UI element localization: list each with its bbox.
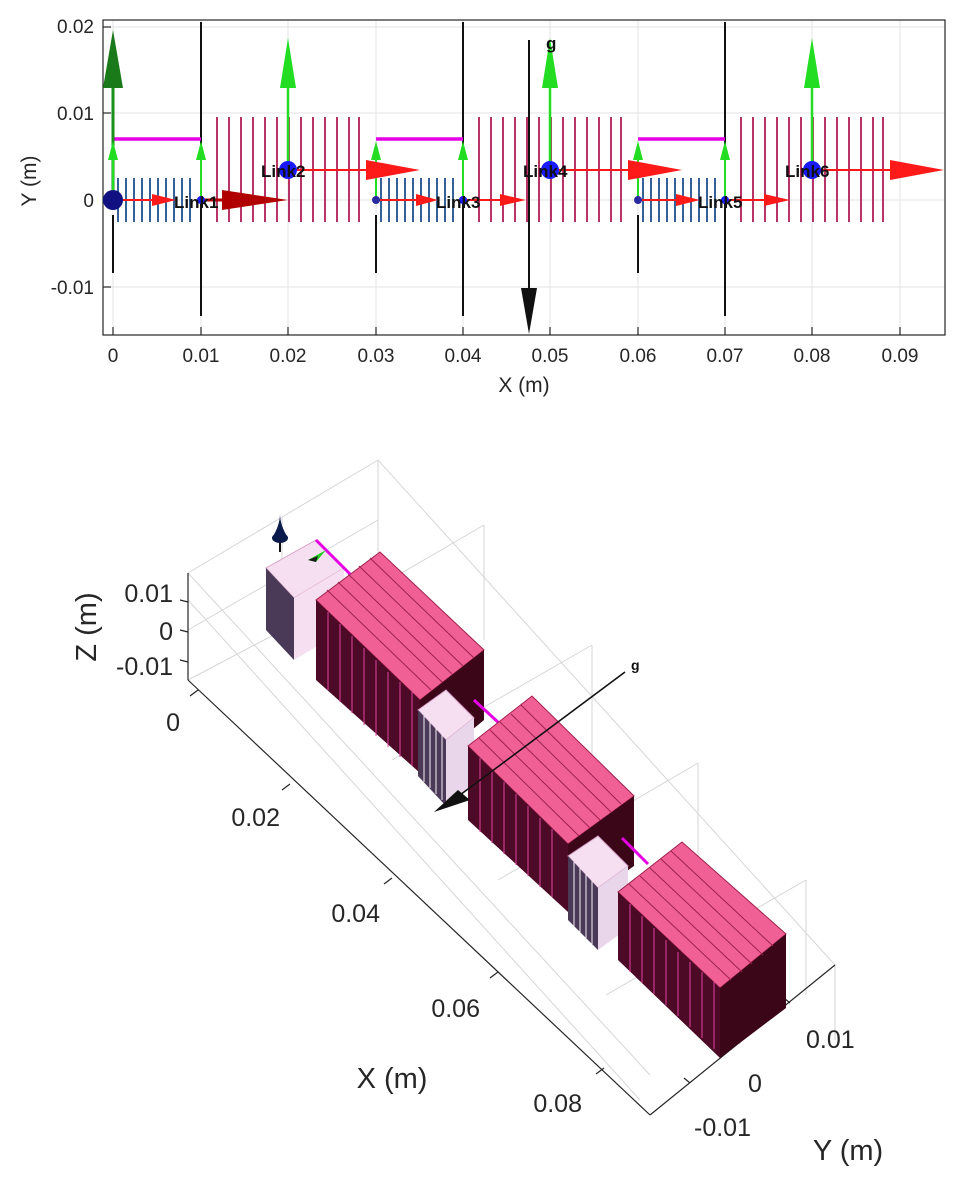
iso-connector (314, 538, 352, 576)
iso-view-plot: g 0.01 0 -0.01 Z (m) 0 0.02 0.04 0.06 0.… (71, 459, 883, 1167)
x-tick: 0.08 (533, 1090, 582, 1118)
y-tick: 0 (83, 191, 94, 212)
x-tick: 0.04 (331, 900, 380, 928)
y-tick: -0.01 (694, 1114, 751, 1142)
iso-x-tick-labels: 0 0.02 0.04 0.06 0.08 (166, 709, 582, 1118)
y-tick-labels: 0.02 0.01 0 -0.01 (51, 17, 94, 299)
link-label-1: Link1 (174, 193, 218, 212)
y-tick: 0.02 (57, 17, 94, 38)
top-view-plot: g Link1 Link2 Link3 Link4 Link5 Link6 0 … (18, 17, 946, 397)
link-label-2: Link2 (261, 162, 305, 181)
iso-base-z-arrow (272, 514, 288, 552)
iso-gravity-arrow (434, 671, 626, 812)
x-tick-labels: 0 0.01 0.02 0.03 0.04 0.05 0.06 0.07 0.0… (108, 346, 919, 367)
x-axis-arrows (113, 160, 944, 210)
iso-link-3 (417, 689, 475, 806)
iso-y-tick-labels: 0.01 0 -0.01 (694, 1026, 855, 1142)
x-tick: 0.03 (358, 346, 395, 367)
gravity-label: g (546, 34, 556, 53)
y-tick: -0.01 (51, 278, 94, 299)
x-tick: 0.07 (707, 346, 744, 367)
x-tick: 0.06 (620, 346, 657, 367)
iso-link-6 (617, 841, 787, 1058)
z-tick: 0.01 (124, 580, 173, 608)
link-label-6: Link6 (785, 162, 829, 181)
y-tick: 0.01 (806, 1026, 855, 1054)
x-tick: 0 (108, 346, 119, 367)
iso-y-axis-label: Y (m) (813, 1135, 883, 1167)
plot-frame (102, 19, 946, 336)
short-link-1 (117, 178, 191, 222)
iso-gravity-label: g (631, 657, 640, 673)
x-tick: 0.01 (183, 346, 220, 367)
iso-connector (472, 698, 502, 726)
link-label-5: Link5 (698, 193, 742, 212)
x-axis-label: X (m) (498, 374, 549, 397)
link-label-4: Link4 (523, 162, 568, 181)
joint-markers (103, 161, 821, 210)
y-tick: 0 (748, 1070, 762, 1098)
iso-z-axis-label: Z (m) (71, 592, 103, 661)
iso-x-axis-label: X (m) (357, 1063, 428, 1095)
z-tick: 0 (159, 618, 173, 646)
iso-connector (620, 836, 650, 866)
x-tick: 0 (166, 709, 180, 737)
x-tick: 0.05 (532, 346, 569, 367)
x-tick: 0.02 (231, 804, 280, 832)
tick-marks (103, 26, 901, 335)
z-tick: -0.01 (116, 653, 173, 681)
iso-base-y-arrow (308, 550, 326, 562)
gravity-arrow (521, 40, 537, 334)
y-axis-arrows (103, 30, 820, 200)
iso-z-tick-labels: 0.01 0 -0.01 (116, 580, 173, 681)
y-tick: 0.01 (57, 104, 94, 125)
x-tick: 0.02 (270, 346, 307, 367)
x-tick: 0.04 (445, 346, 482, 367)
iso-link-5 (567, 835, 629, 950)
link-label-3: Link3 (436, 193, 480, 212)
x-tick: 0.06 (431, 995, 480, 1023)
y-axis-label: Y (m) (18, 156, 41, 207)
x-tick: 0.09 (882, 346, 919, 367)
x-tick: 0.08 (794, 346, 831, 367)
